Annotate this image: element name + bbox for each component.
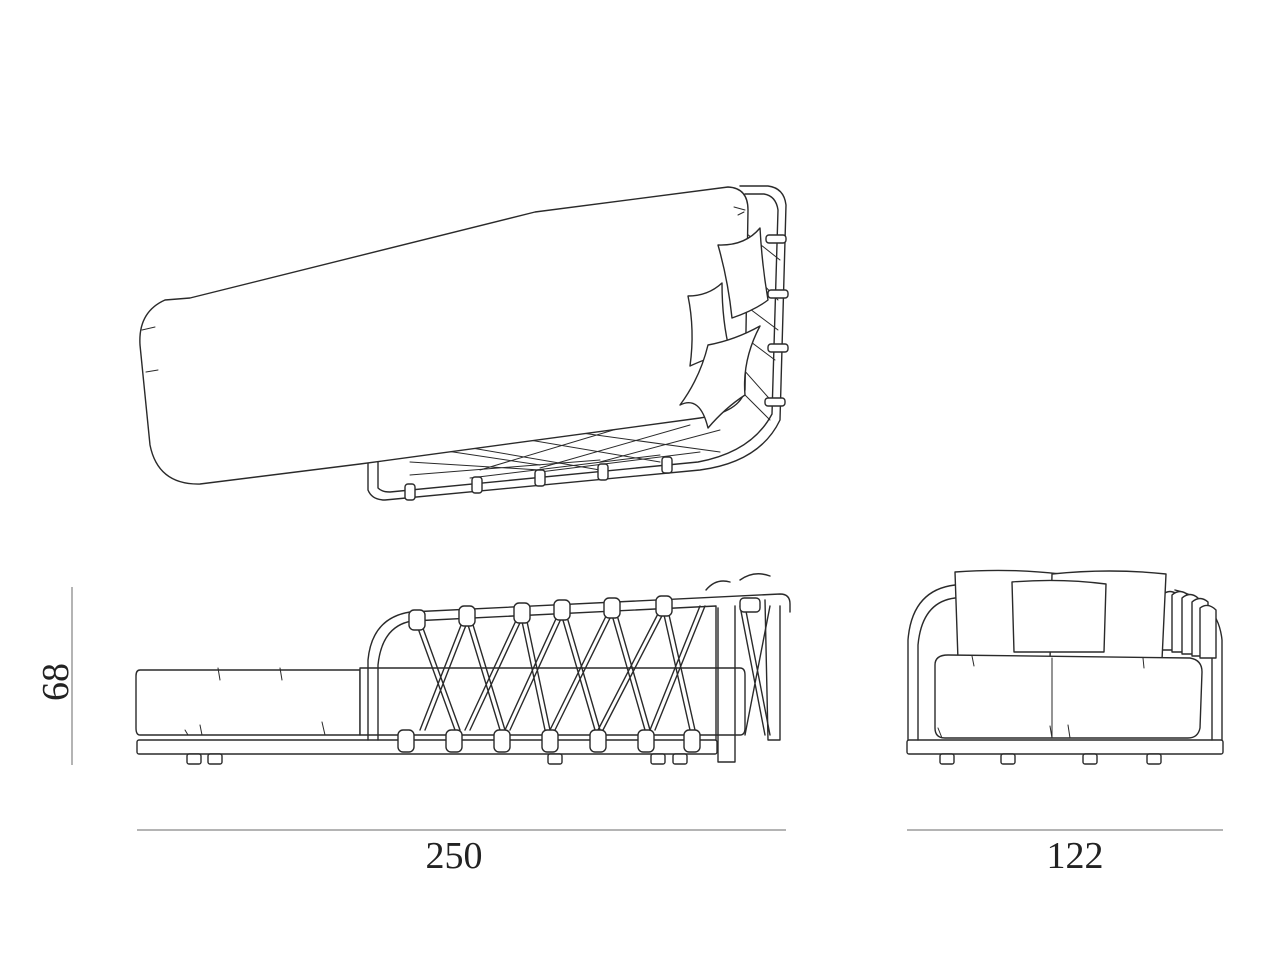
front-view-seat-cushion [934, 654, 1203, 739]
height-dimension-label: 68 [35, 663, 77, 701]
height-dimension: 68 [35, 587, 77, 765]
top-view-cushion [139, 186, 749, 485]
side-view-base [136, 739, 718, 755]
front-view [906, 569, 1224, 765]
length-dimension-label: 250 [426, 835, 483, 877]
front-view-rope-wrap [1161, 590, 1217, 659]
side-view-cushion [135, 669, 361, 736]
length-dimension: 250 [137, 829, 786, 877]
front-view-base [906, 739, 1224, 755]
side-view-knots [397, 595, 761, 753]
depth-dimension-label: 122 [1047, 835, 1104, 877]
top-view-pillows [679, 227, 769, 429]
depth-dimension: 122 [907, 829, 1223, 877]
front-view-pillow [1011, 579, 1107, 653]
side-view-rope-lattice [414, 605, 771, 736]
side-view [135, 573, 791, 765]
top-view-knots [404, 234, 789, 501]
top-view [139, 185, 789, 501]
